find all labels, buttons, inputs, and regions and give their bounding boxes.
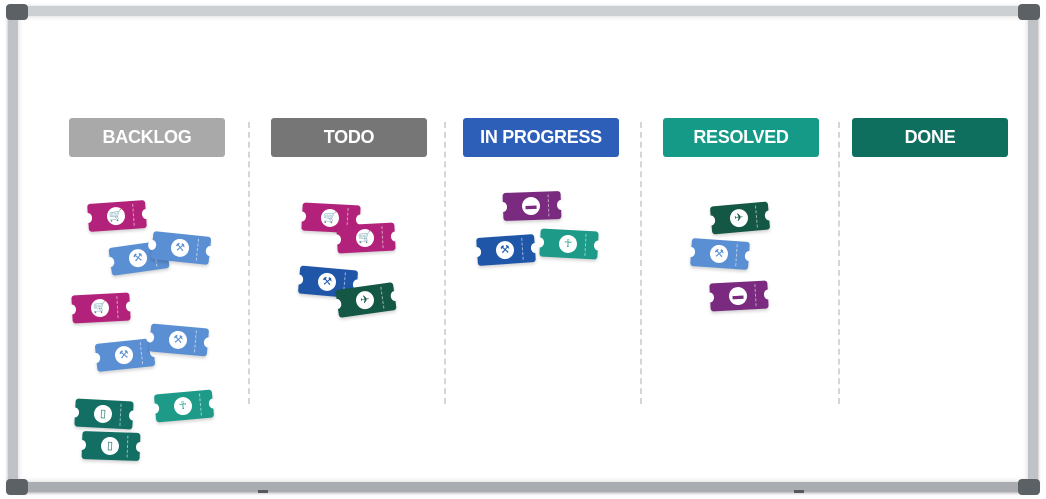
wrench-icon: ⚒ bbox=[127, 247, 149, 269]
ticket-notch bbox=[297, 211, 307, 222]
column-divider bbox=[444, 122, 446, 404]
ticket-notch bbox=[705, 292, 715, 303]
wrench-icon: ⚒ bbox=[495, 240, 515, 260]
ticket-notch bbox=[105, 256, 115, 268]
cart-icon: 🛒 bbox=[320, 208, 340, 228]
ticket-card[interactable]: ▬ bbox=[498, 190, 566, 222]
wrench-icon: ⚒ bbox=[317, 272, 337, 292]
ticket-notch bbox=[332, 234, 342, 245]
column-header-backlog: BACKLOG bbox=[69, 118, 225, 157]
ticket-card[interactable]: ☥ bbox=[150, 389, 218, 423]
column-header-in-progress: IN PROGRESS bbox=[463, 118, 619, 157]
ticket-card[interactable]: ⚒ bbox=[686, 238, 754, 270]
ticket-card[interactable]: 🛒 bbox=[67, 292, 135, 324]
ticket-notch bbox=[535, 237, 545, 248]
ticket-notch bbox=[67, 304, 77, 315]
accessibility-icon: ☥ bbox=[558, 234, 578, 254]
ticket-card[interactable]: ☥ bbox=[535, 228, 603, 260]
ticket-card[interactable]: ✈ bbox=[706, 201, 774, 235]
wrench-icon: ⚒ bbox=[709, 244, 729, 264]
ticket-notch bbox=[150, 403, 160, 414]
ticket-card[interactable]: ▯ bbox=[70, 398, 138, 430]
cart-icon: 🛒 bbox=[106, 206, 126, 226]
ticket-notch bbox=[70, 407, 80, 418]
rocket-icon: ✈ bbox=[729, 208, 749, 228]
column-divider bbox=[640, 122, 642, 404]
column-divider bbox=[838, 122, 840, 404]
ticket-notch bbox=[147, 239, 157, 251]
frame-corner bbox=[1018, 4, 1040, 20]
frame-tick bbox=[794, 490, 804, 493]
ticket-notch bbox=[77, 439, 87, 451]
ticket-notch bbox=[294, 274, 304, 285]
ticket-card[interactable]: ▬ bbox=[705, 280, 773, 312]
frame-corner bbox=[6, 4, 28, 20]
mobile-icon: ▯ bbox=[100, 436, 120, 456]
ticket-card[interactable]: ⚒ bbox=[145, 323, 213, 357]
ticket-notch bbox=[83, 212, 93, 224]
frame-corner bbox=[1018, 479, 1040, 495]
accessibility-icon: ☥ bbox=[173, 396, 193, 416]
ticket-card[interactable]: ⚒ bbox=[147, 231, 215, 265]
ticket-notch bbox=[498, 201, 508, 213]
ticket-notch bbox=[472, 246, 482, 258]
laptop-icon: ▬ bbox=[521, 196, 541, 216]
column-header-done: DONE bbox=[852, 118, 1008, 157]
ticket-card[interactable]: 🛒 bbox=[83, 200, 151, 232]
column-divider bbox=[248, 122, 250, 404]
wrench-icon: ⚒ bbox=[114, 345, 134, 365]
ticket-notch bbox=[145, 332, 155, 343]
wrench-icon: ⚒ bbox=[168, 330, 188, 350]
ticket-card[interactable]: ⚒ bbox=[472, 234, 540, 266]
cart-icon: 🛒 bbox=[90, 298, 110, 318]
ticket-card[interactable]: 🛒 bbox=[332, 222, 400, 254]
rocket-icon: ✈ bbox=[354, 289, 376, 311]
ticket-card[interactable]: ▯ bbox=[77, 430, 145, 462]
frame-tick bbox=[258, 490, 268, 493]
mobile-icon: ▯ bbox=[93, 404, 113, 424]
ticket-notch bbox=[332, 298, 342, 310]
laptop-icon: ▬ bbox=[728, 286, 748, 306]
column-header-todo: TODO bbox=[271, 118, 427, 157]
ticket-notch bbox=[91, 352, 101, 364]
ticket-notch bbox=[686, 246, 696, 258]
frame-corner bbox=[6, 479, 28, 495]
wrench-icon: ⚒ bbox=[170, 238, 190, 258]
ticket-notch bbox=[706, 215, 716, 226]
column-header-resolved: RESOLVED bbox=[663, 118, 819, 157]
cart-icon: 🛒 bbox=[355, 228, 375, 248]
